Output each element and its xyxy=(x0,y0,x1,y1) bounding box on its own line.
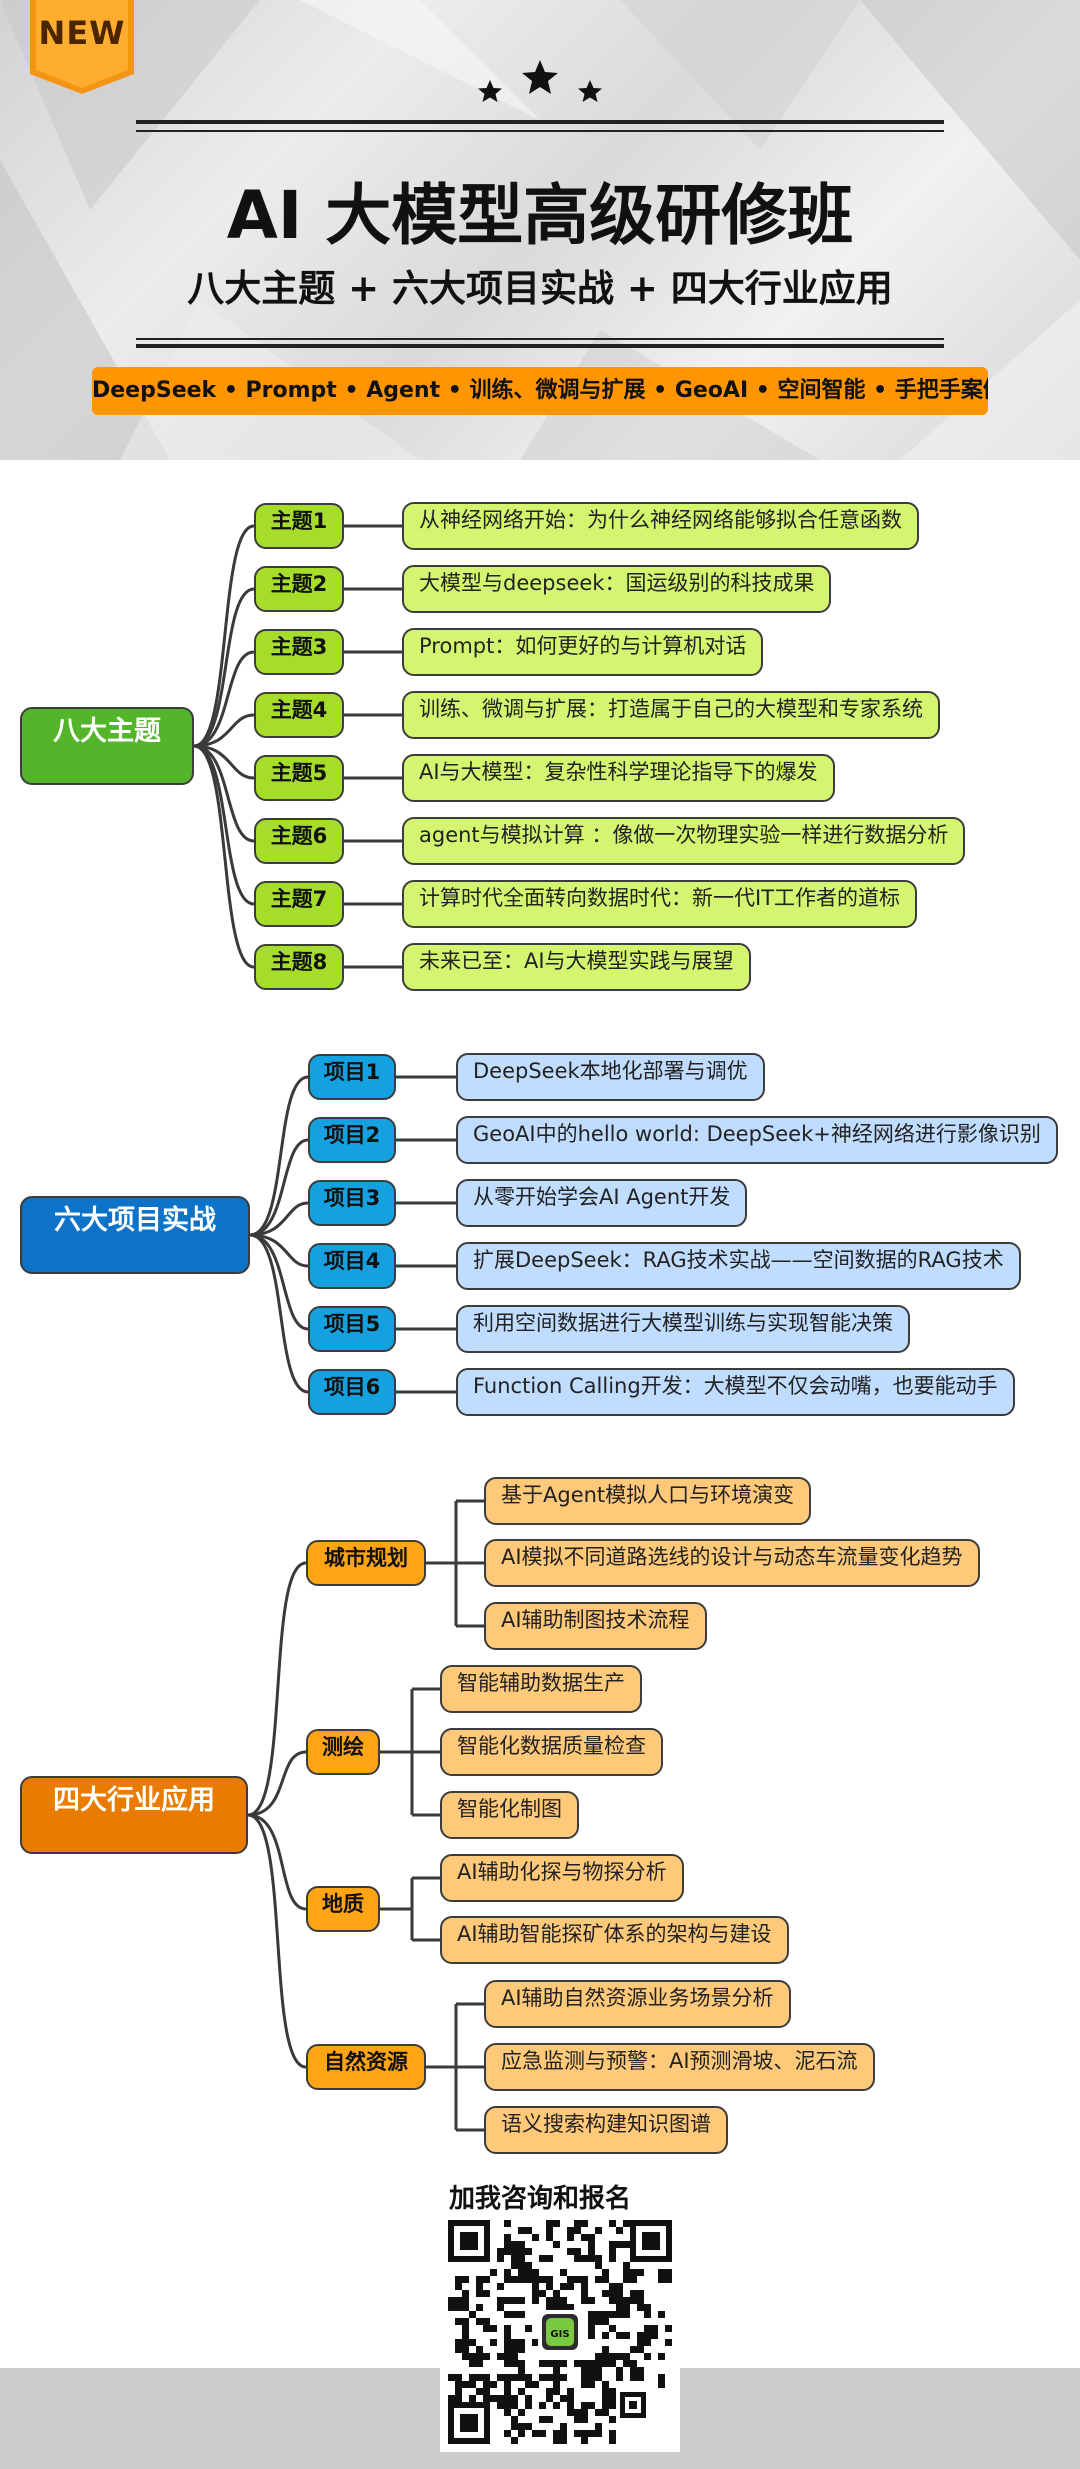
industry-item-resources-1: AI辅助自然资源业务场景分析 xyxy=(484,1980,791,2028)
topic-item-8: 未来已至：AI与大模型实践与展望 xyxy=(402,943,751,991)
topic-tag-1: 主题1 xyxy=(254,503,344,549)
topic-item-4: 训练、微调与扩展：打造属于自己的大模型和专家系统 xyxy=(402,691,940,739)
industry-item-urban-3: AI辅助制图技术流程 xyxy=(484,1602,707,1650)
project-tag-1: 项目1 xyxy=(308,1054,396,1100)
industry-tag-geology: 地质 xyxy=(306,1886,380,1932)
industry-tag-surveying: 测绘 xyxy=(306,1729,380,1775)
topic-item-6: agent与模拟计算 ：像做一次物理实验一样进行数据分析 xyxy=(402,817,966,865)
tagline-banner: DeepSeek • Prompt • Agent • 训练、微调与扩展 • G… xyxy=(92,367,988,415)
topic-tag-7: 主题7 xyxy=(254,881,344,927)
project-item-4: 扩展DeepSeek：RAG技术实战——空间数据的RAG技术 xyxy=(456,1242,1021,1290)
industry-item-resources-2: 应急监测与预警：AI预测滑坡、泥石流 xyxy=(484,2043,875,2091)
topic-item-3: Prompt：如何更好的与计算机对话 xyxy=(402,628,764,676)
industry-item-resources-3: 语义搜索构建知识图谱 xyxy=(484,2106,728,2154)
project-tag-5: 项目5 xyxy=(308,1306,396,1352)
root-eight-topics: 八大主题 xyxy=(20,707,194,785)
qr-code-icon[interactable]: GIS xyxy=(448,2220,672,2444)
topic-tag-3: 主题3 xyxy=(254,629,344,675)
project-tag-6: 项目6 xyxy=(308,1369,396,1415)
title-bottom-rule xyxy=(136,344,944,348)
industry-item-geology-2: AI辅助智能探矿体系的架构与建设 xyxy=(440,1916,789,1964)
industry-item-geology-1: AI辅助化探与物探分析 xyxy=(440,1854,684,1902)
root-four-industries: 四大行业应用 xyxy=(20,1776,248,1854)
industry-item-survey-2: 智能化数据质量检查 xyxy=(440,1728,663,1776)
root-six-projects: 六大项目实战 xyxy=(20,1196,250,1274)
project-item-5: 利用空间数据进行大模型训练与实现智能决策 xyxy=(456,1305,910,1353)
topic-item-5: AI与大模型：复杂性科学理论指导下的爆发 xyxy=(402,754,835,802)
project-item-2: GeoAI中的hello world: DeepSeek+神经网络进行影像识别 xyxy=(456,1116,1058,1164)
title-top-rule-thin xyxy=(136,130,944,132)
project-tag-3: 项目3 xyxy=(308,1180,396,1226)
qr-finder-patterns xyxy=(448,2220,672,2444)
project-tag-2: 项目2 xyxy=(308,1117,396,1163)
industry-tag-natural-resources: 自然资源 xyxy=(306,2044,426,2090)
project-tag-4: 项目4 xyxy=(308,1243,396,1289)
topic-tag-4: 主题4 xyxy=(254,692,344,738)
new-badge-ribbon xyxy=(30,0,134,94)
topic-item-1: 从神经网络开始：为什么神经网络能够拟合任意函数 xyxy=(402,502,919,550)
topic-item-7: 计算时代全面转向数据时代：新一代IT工作者的道标 xyxy=(402,880,918,928)
industry-item-urban-1: 基于Agent模拟人口与环境演变 xyxy=(484,1477,812,1525)
page-subtitle: 八大主题 + 六大项目实战 + 四大行业应用 xyxy=(187,267,893,310)
project-item-6: Function Calling开发：大模型不仅会动嘴，也要能动手 xyxy=(456,1368,1015,1416)
topic-tag-5: 主题5 xyxy=(254,755,344,801)
new-badge-label: NEW xyxy=(38,14,126,52)
contact-label: 加我咨询和报名 xyxy=(448,2184,631,2214)
header-banner: NEW AI 大模型高级研修班 八大主题 + 六大项目实战 + 四大行业应用 D… xyxy=(0,0,1080,460)
topic-tag-6: 主题6 xyxy=(254,818,344,864)
topic-tag-2: 主题2 xyxy=(254,566,344,612)
industry-item-survey-3: 智能化制图 xyxy=(440,1791,579,1839)
industry-item-survey-1: 智能辅助数据生产 xyxy=(440,1665,642,1713)
project-item-1: DeepSeek本地化部署与调优 xyxy=(456,1053,765,1101)
project-item-3: 从零开始学会AI Agent开发 xyxy=(456,1179,748,1227)
stars-icon xyxy=(478,60,602,102)
topic-tag-8: 主题8 xyxy=(254,944,344,990)
topic-item-2: 大模型与deepseek：国运级别的科技成果 xyxy=(402,565,832,613)
industry-tag-urban-planning: 城市规划 xyxy=(306,1540,426,1586)
industry-item-urban-2: AI模拟不同道路选线的设计与动态车流量变化趋势 xyxy=(484,1539,980,1587)
qr-center-logo: GIS xyxy=(550,2329,569,2340)
title-bottom-rule-thin xyxy=(136,338,944,340)
page-title: AI 大模型高级研修班 xyxy=(226,177,854,254)
title-top-rule xyxy=(136,120,944,124)
